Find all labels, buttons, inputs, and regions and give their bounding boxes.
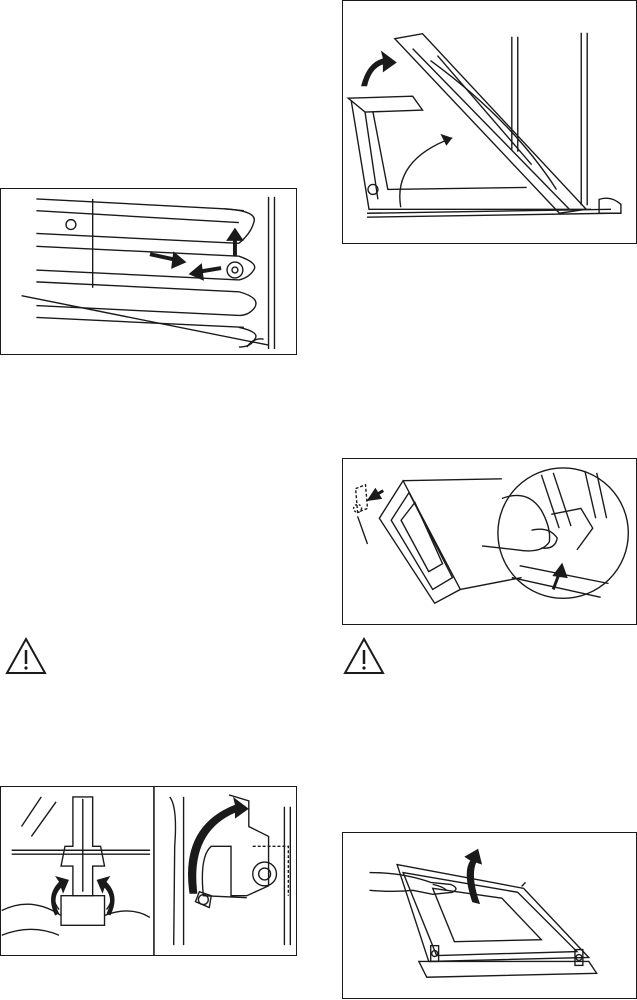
shelf-support-removal-diagram	[1, 189, 296, 354]
shelf-support-figure	[0, 188, 297, 355]
glass-panel-figure	[342, 458, 637, 625]
warning-triangle-icon	[342, 636, 386, 676]
oven-door-open-diagram	[343, 1, 636, 243]
hinge-lever-figure	[0, 786, 297, 956]
door-hinge-lever-diagram	[1, 787, 296, 955]
warning-triangle-icon	[4, 636, 48, 676]
door-glass-removal-diagram	[343, 459, 636, 624]
inner-glass-panel-lift-diagram	[343, 833, 636, 998]
inner-panel-figure	[342, 832, 637, 999]
door-open-figure	[342, 0, 637, 244]
